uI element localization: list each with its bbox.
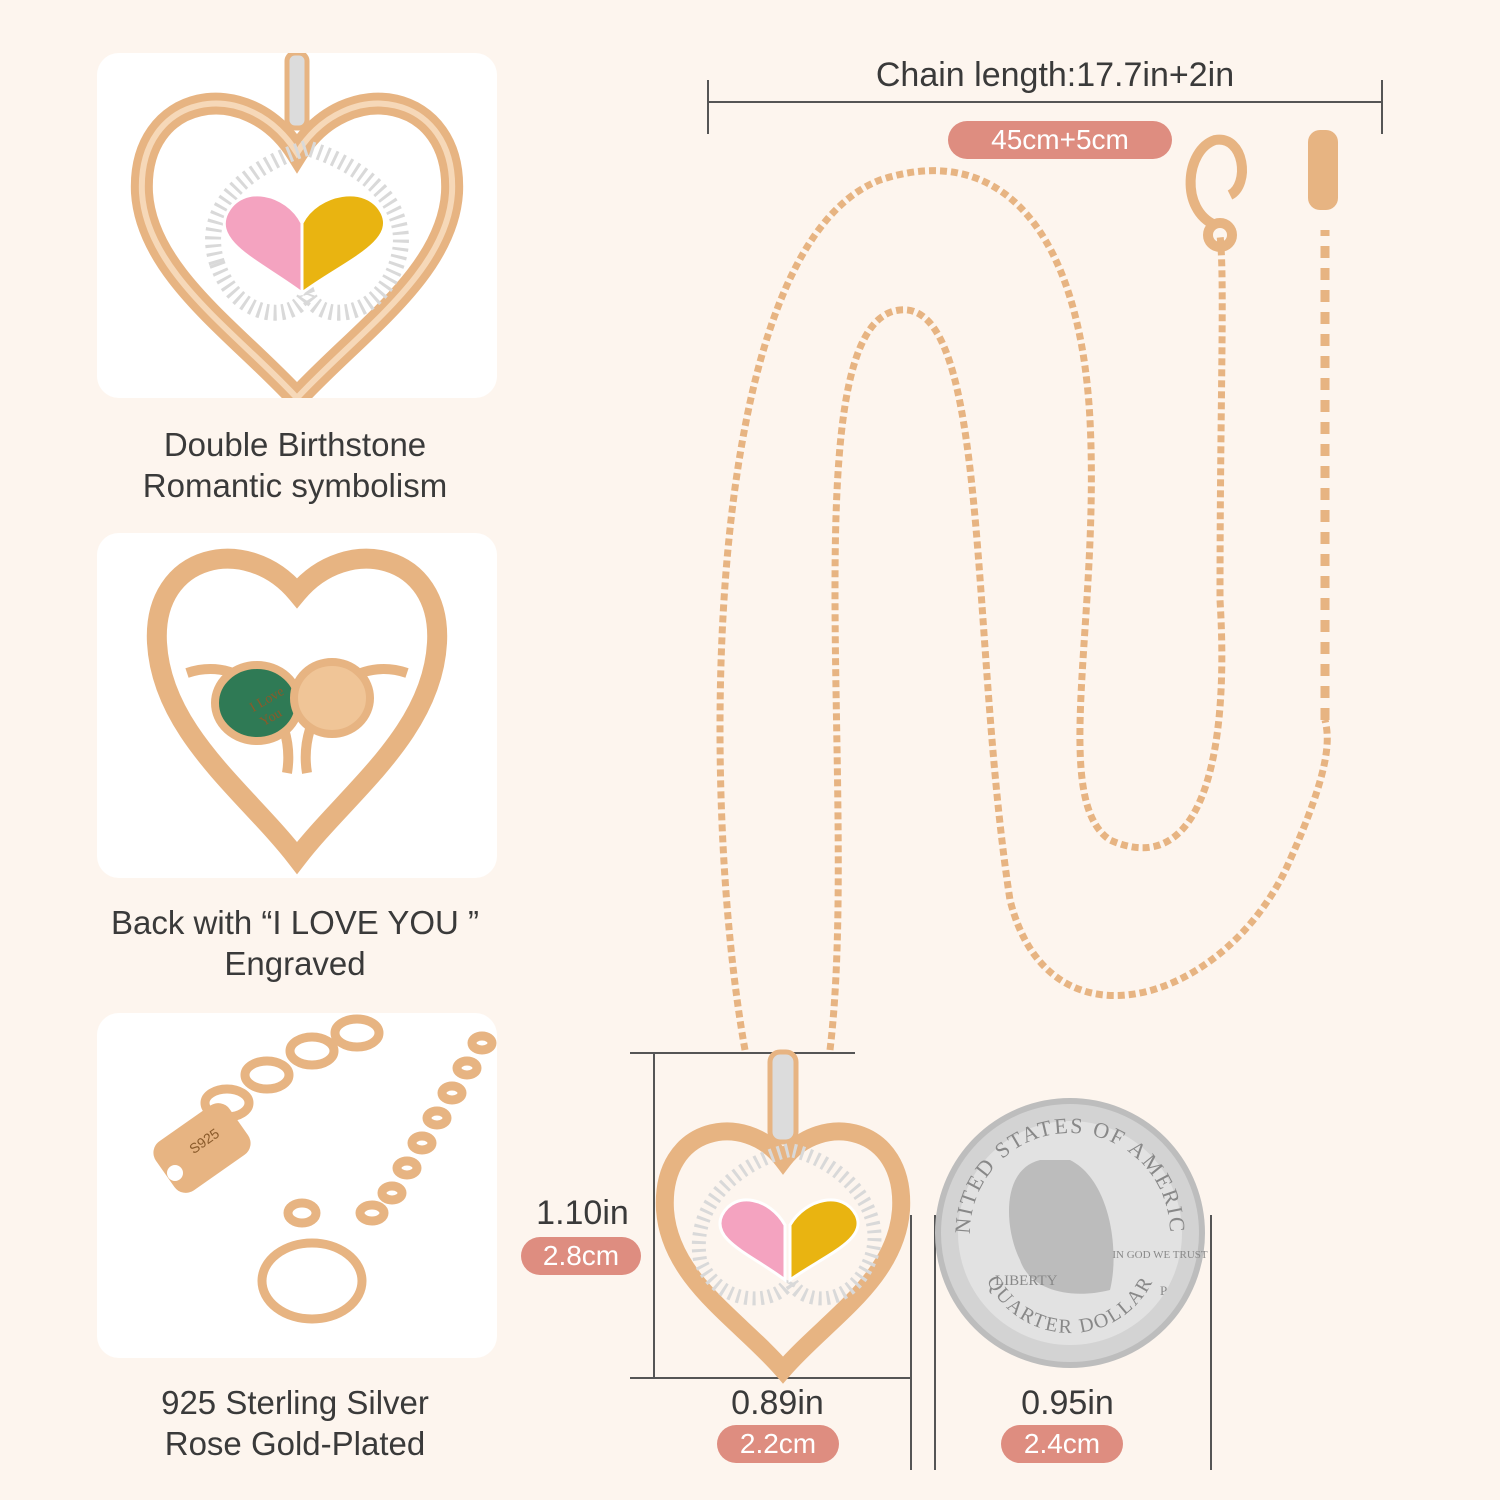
caption-line: Romantic symbolism: [142, 467, 448, 504]
chain-inner: [826, 306, 1331, 1051]
coin-motto-text: IN GOD WE TRUST: [1112, 1249, 1208, 1261]
coin-liberty-text: LIBERTY: [995, 1273, 1058, 1289]
caption-line: 925 Sterling Silver: [161, 1384, 429, 1421]
caption-line: Engraved: [224, 945, 366, 982]
sterling-silver-caption: 925 Sterling Silver Rose Gold-Plated: [60, 1382, 530, 1464]
sterling-silver-panel: S925: [97, 1013, 497, 1358]
coin-width-inch-label: 0.95in: [1021, 1384, 1114, 1422]
chain-length-label: Chain length:17.7in+2in: [875, 56, 1235, 94]
engraved-back-caption: Back with “I LOVE YOU ” Engraved: [60, 902, 530, 984]
clasp-closeup-image: S925: [153, 1014, 497, 1324]
pendant-height-dimension-line: [630, 1052, 1212, 1470]
chain-metric-pill: 45cm+5cm: [948, 121, 1172, 159]
double-birthstone-pendant-image: [130, 53, 464, 398]
pendant-width-inch-label: 0.89in: [731, 1384, 824, 1422]
pendant-height-cm-pill: 2.8cm: [521, 1237, 641, 1275]
engraved-back-pendant-image: I Love You: [146, 548, 448, 875]
double-birthstone-panel: [97, 53, 497, 398]
chain-outer: [716, 167, 1226, 1051]
chain-length-dimension-line: [707, 80, 1383, 134]
engraved-back-panel: I Love You: [97, 533, 497, 878]
pendant-height-inch-label: 1.10in: [536, 1194, 629, 1232]
caption-line: Double Birthstone: [163, 426, 427, 463]
double-birthstone-caption: Double Birthstone Romantic symbolism: [60, 424, 530, 506]
caption-line: Rose Gold-Plated: [164, 1425, 426, 1462]
caption-line: Back with “I LOVE YOU ”: [111, 904, 479, 941]
pendant-width-cm-pill: 2.2cm: [717, 1425, 839, 1463]
lobster-clasp-icon: [1185, 134, 1247, 252]
coin-top-text: UNITED STATES OF AMERICA: [0, 0, 1188, 1234]
main-pendant-image: [655, 1049, 911, 1384]
coin-width-cm-pill: 2.4cm: [1001, 1425, 1123, 1463]
coin-mint-mark: P: [1160, 1283, 1167, 1298]
quarter-coin-image: UNITED STATES OF AMERICA QUARTER DOLLAR …: [0, 0, 1208, 1368]
extender-tag: [1308, 130, 1338, 210]
